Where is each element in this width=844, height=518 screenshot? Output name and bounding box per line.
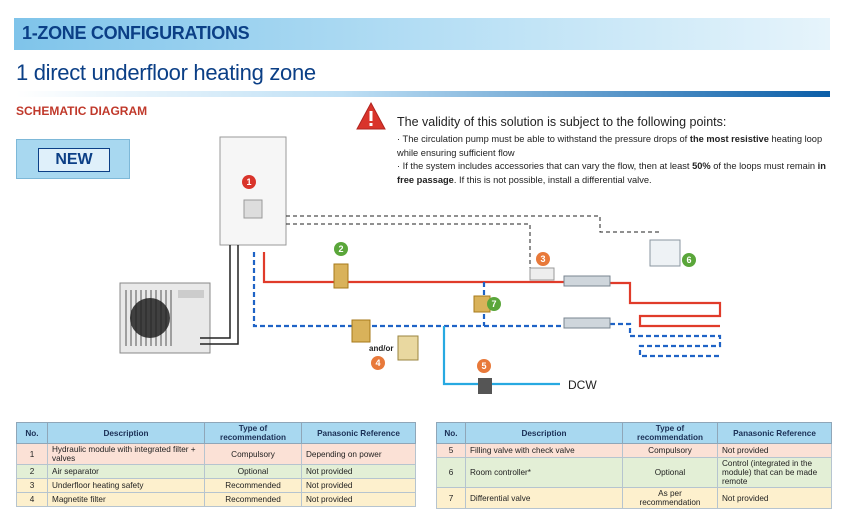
air-separator-body [333,263,349,289]
new-badge: NEW [38,148,110,172]
schematic-diagram: DCW and/or 1 2 3 4 5 6 7 [119,136,722,394]
col-reference: Panasonic Reference [301,422,416,444]
and-or-label: and/or [369,344,393,353]
dcw-label: DCW [568,378,597,392]
marker-6 [682,253,696,267]
marker-1-label: 1 [246,177,251,187]
col-no: No. [16,422,48,444]
magnetite-filter-body [351,319,371,343]
section-label: SCHEMATIC DIAGRAM [16,104,148,118]
flow-manifold [563,275,611,287]
section-banner: 1-ZONE CONFIGURATIONS [14,18,830,50]
marker-5 [477,359,491,373]
return-manifold [563,317,611,329]
marker-4 [371,356,385,370]
table-header-row: No. Description Type of recommendation P… [16,422,416,444]
flow-pipe [262,252,722,328]
components-table-right: No. Description Type of recommendation P… [436,422,832,509]
marker-6-label: 6 [686,255,691,265]
banner-title: 1-ZONE CONFIGURATIONS [22,23,250,43]
col-description: Description [47,422,205,444]
col-type: Type of recommendation [622,422,718,444]
marker-5-label: 5 [481,361,486,371]
marker-2-label: 2 [338,244,343,254]
cold-water-pipe [442,326,560,386]
page-subtitle: 1 direct underfloor heating zone [16,60,316,85]
col-type: Type of recommendation [204,422,302,444]
marker-3 [536,252,550,266]
return-pipe [252,252,722,358]
table-header-row: No. Description Type of recommendation P… [436,422,832,444]
marker-2 [334,242,348,256]
col-description: Description [465,422,623,444]
warning-title: The validity of this solution is subject… [397,115,727,129]
warning-icon [356,102,386,130]
warning-points: · The circulation pump must be able to w… [397,133,837,187]
warning-point-1: · The circulation pump must be able to w… [397,134,823,158]
marker-4-label: 4 [375,358,380,368]
room-controller [649,239,681,267]
inhibitor-canister [397,335,419,361]
col-no: No. [436,422,466,444]
marker-1 [242,175,256,189]
warning-point-2: · If the system includes accessories tha… [397,161,826,185]
marker-7 [487,297,501,311]
filling-valve-body [478,378,492,394]
title-rule [16,91,830,97]
marker-7-label: 7 [491,299,496,309]
new-badge-box: NEW [16,139,130,179]
safety-thermostat [529,267,555,281]
components-table-left: No. Description Type of recommendation P… [16,422,416,507]
col-reference: Panasonic Reference [717,422,832,444]
marker-3-label: 3 [540,254,545,264]
outdoor-unit [119,282,211,354]
hydraulic-module [219,136,287,246]
